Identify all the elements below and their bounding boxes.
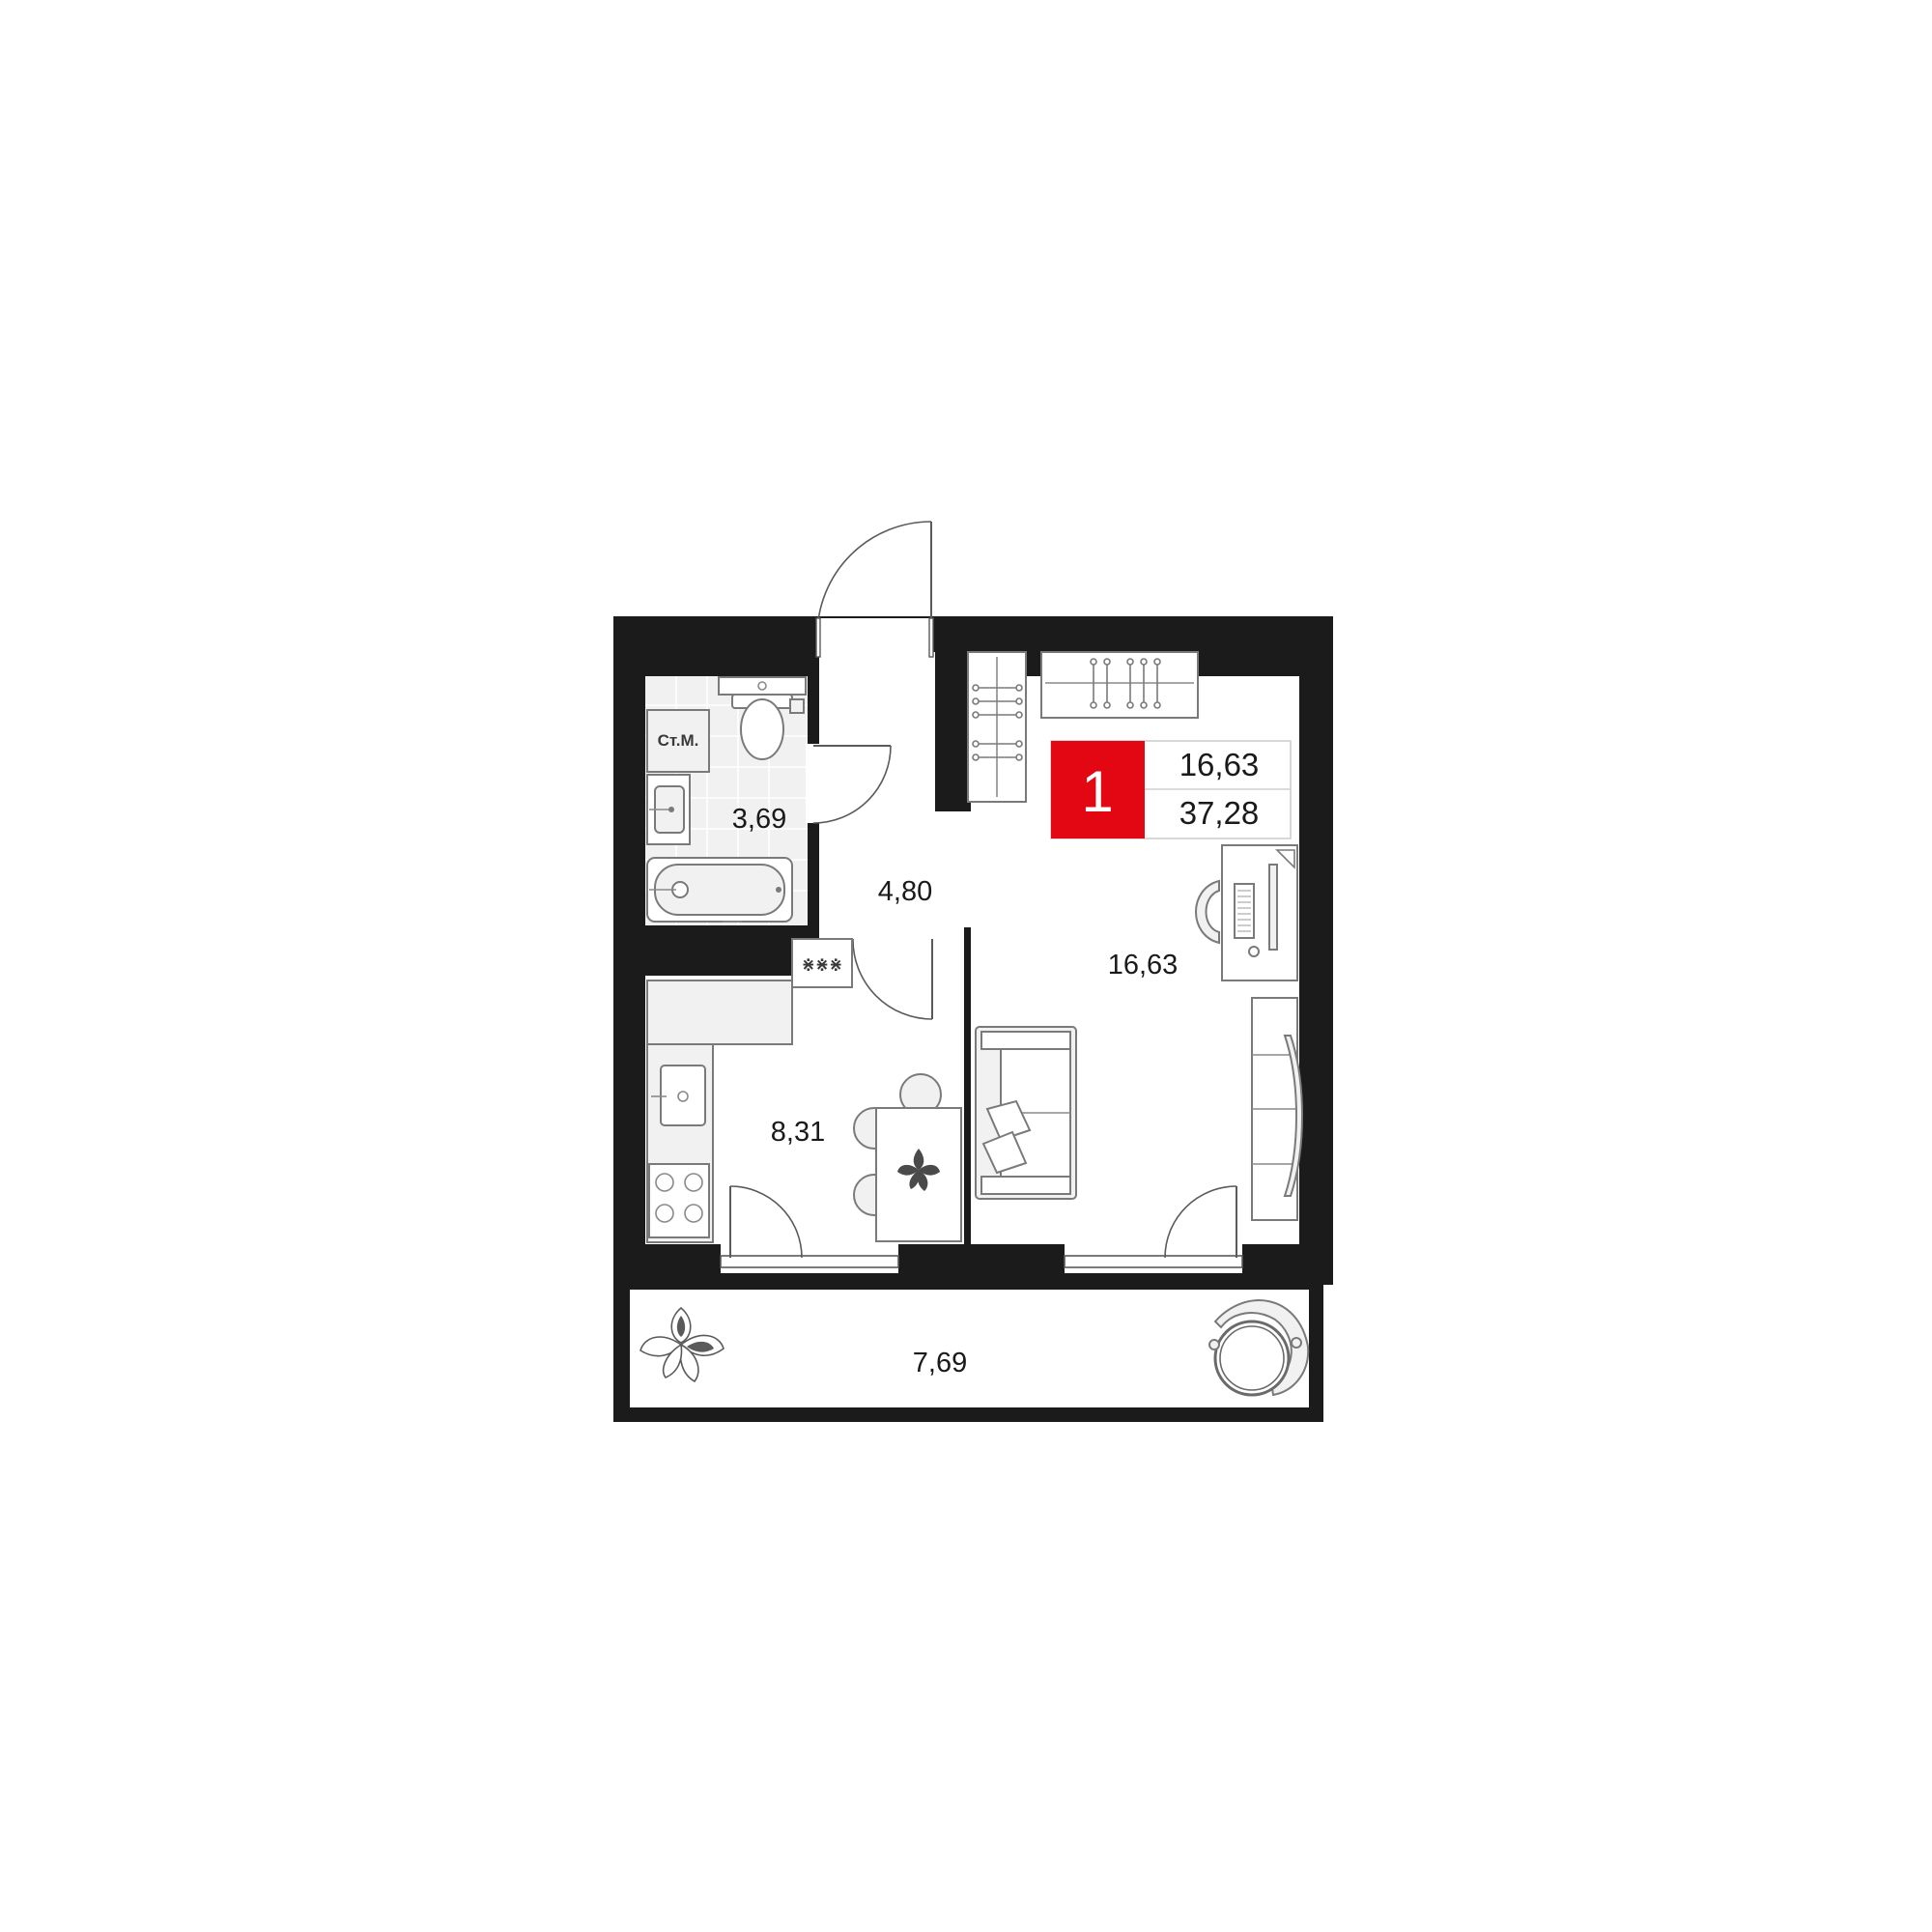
meters-label: ⋇⋇⋇ [802,955,843,974]
apartment-badge: 1 16,63 37,28 [1050,740,1292,839]
shelving-unit [1251,997,1303,1221]
bathtub [646,857,793,923]
kitchen-counter: ⋇⋇⋇ [646,938,853,1243]
balcony-chair [1208,1299,1310,1397]
sofa [975,1026,1077,1200]
bathroom-sink [646,774,691,845]
living-room-area: 16,63 [1108,950,1179,980]
living-wardrobe [1040,651,1199,719]
balcony-area: 7,69 [913,1348,967,1378]
badge-red-block [1051,741,1145,838]
washing-machine: Ст.М. [646,709,710,773]
badge-total-area: 37,28 [1179,795,1260,831]
hallway-wardrobe [967,651,1027,803]
kitchen-area: 8,31 [771,1117,825,1148]
living-balcony-door[interactable] [1064,1185,1243,1273]
bathroom-door[interactable] [806,744,892,824]
kitchen-balcony-door[interactable] [720,1185,899,1273]
toilet [718,676,807,760]
hallway-area: 4,80 [878,876,932,907]
badge-living-area: 16,63 [1179,747,1260,782]
dining-table [853,1073,962,1242]
plant-icon [897,1149,940,1191]
bathroom-area: 3,69 [732,804,786,835]
balcony-plant [639,1306,724,1383]
entrance-door[interactable] [815,521,934,658]
washing-machine-label: Ст.М. [658,731,699,750]
kitchen-door[interactable] [852,923,964,1020]
balcony-floor [630,1290,1309,1407]
desk [1195,844,1298,981]
badge-rooms: 1 [1081,759,1113,824]
